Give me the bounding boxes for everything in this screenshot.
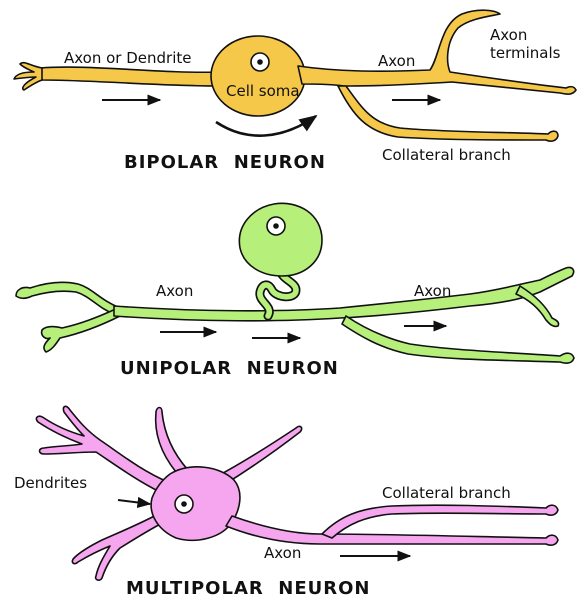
multipolar-dendrite-upper-right <box>213 425 303 487</box>
unipolar-label-axon-left: Axon <box>156 282 193 300</box>
bipolar-label-axon: Axon <box>378 52 415 70</box>
bipolar-label-axon-terminals-1: Axon <box>490 26 527 44</box>
unipolar-neuron: Axon Axon UNIPOLAR NEURON <box>15 202 575 379</box>
unipolar-left-lower-process <box>40 307 121 353</box>
unipolar-cell-soma <box>238 202 323 277</box>
bipolar-arrow-curved <box>215 114 318 137</box>
bipolar-cell-soma <box>210 35 306 117</box>
multipolar-label-dendrites: Dendrites <box>14 474 87 492</box>
multipolar-dendrite-top <box>154 406 189 473</box>
multipolar-label-axon: Axon <box>264 544 301 562</box>
bipolar-nucleolus <box>257 59 263 65</box>
unipolar-stalk-fill <box>257 267 299 319</box>
unipolar-label-axon-right: Axon <box>414 282 451 300</box>
bipolar-title: BIPOLAR NEURON <box>124 152 326 173</box>
multipolar-dendrite-upper <box>35 405 169 493</box>
multipolar-arrow-dendrite <box>117 496 152 508</box>
multipolar-neuron: Dendrites Collateral branch Axon MULTIPO… <box>14 405 559 599</box>
multipolar-title: MULTIPOLAR NEURON <box>126 578 371 599</box>
multipolar-collateral-branch <box>321 504 559 539</box>
multipolar-nucleolus <box>181 501 187 507</box>
bipolar-left-tuft <box>13 61 43 91</box>
unipolar-left-upper-process <box>15 281 121 315</box>
bipolar-axon <box>297 9 577 95</box>
unipolar-nucleolus <box>273 223 279 229</box>
multipolar-label-collateral: Collateral branch <box>382 484 511 502</box>
unipolar-main-axon <box>113 266 575 322</box>
bipolar-label-cell-soma: Cell soma <box>226 82 300 100</box>
unipolar-right-lower-branch <box>341 315 575 364</box>
unipolar-title: UNIPOLAR NEURON <box>120 358 339 379</box>
bipolar-collateral-branch <box>337 85 559 142</box>
bipolar-label-axon-terminals-2: terminals <box>490 44 561 62</box>
multipolar-dendrite-lower <box>71 511 169 581</box>
multipolar-axon <box>225 515 559 546</box>
bipolar-label-axon-or-dendrite: Axon or Dendrite <box>64 49 192 67</box>
bipolar-left-process <box>39 66 221 87</box>
multipolar-cell-soma <box>150 466 241 542</box>
bipolar-neuron: Axon or Dendrite Cell soma Axon Axon ter… <box>13 9 577 173</box>
bipolar-label-collateral: Collateral branch <box>382 146 511 164</box>
unipolar-right-terminal <box>515 285 560 328</box>
